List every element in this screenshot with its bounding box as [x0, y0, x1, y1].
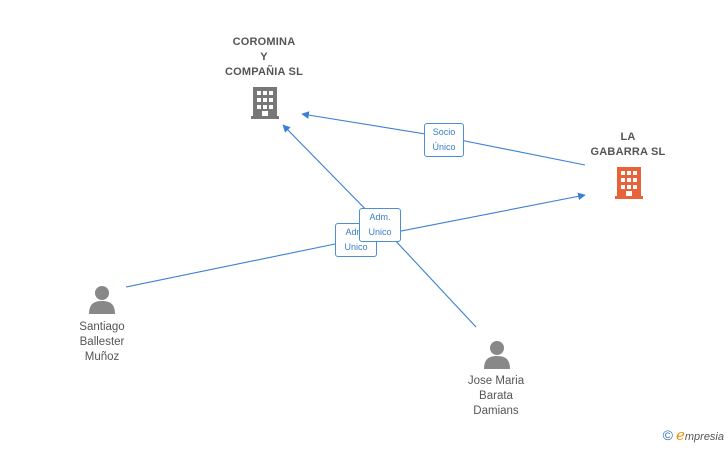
edge-label-adm-unico-jose[interactable]: Adm. Unico — [359, 208, 401, 242]
person-icon[interactable] — [89, 286, 115, 314]
node-label-jose-maria[interactable]: Jose Maria Barata Damians — [467, 375, 525, 417]
brand-logo-initial: e — [675, 426, 685, 444]
copyright-icon: © — [662, 427, 673, 443]
brand-logo-text: mpresia — [684, 431, 724, 443]
copyright-watermark: ©empresia — [663, 426, 724, 444]
building-icon[interactable] — [251, 87, 279, 119]
person-icon[interactable] — [484, 341, 510, 369]
node-label-la-gabarra[interactable]: LA GABARRA SL — [590, 131, 666, 158]
building-icon[interactable] — [615, 167, 643, 199]
edge-label-socio-unico[interactable]: Socio Único — [424, 123, 464, 157]
node-label-coromina[interactable]: COROMINA Y COMPAÑIA SL — [225, 36, 303, 78]
node-label-santiago[interactable]: Santiago Ballester Muñoz — [79, 321, 125, 363]
